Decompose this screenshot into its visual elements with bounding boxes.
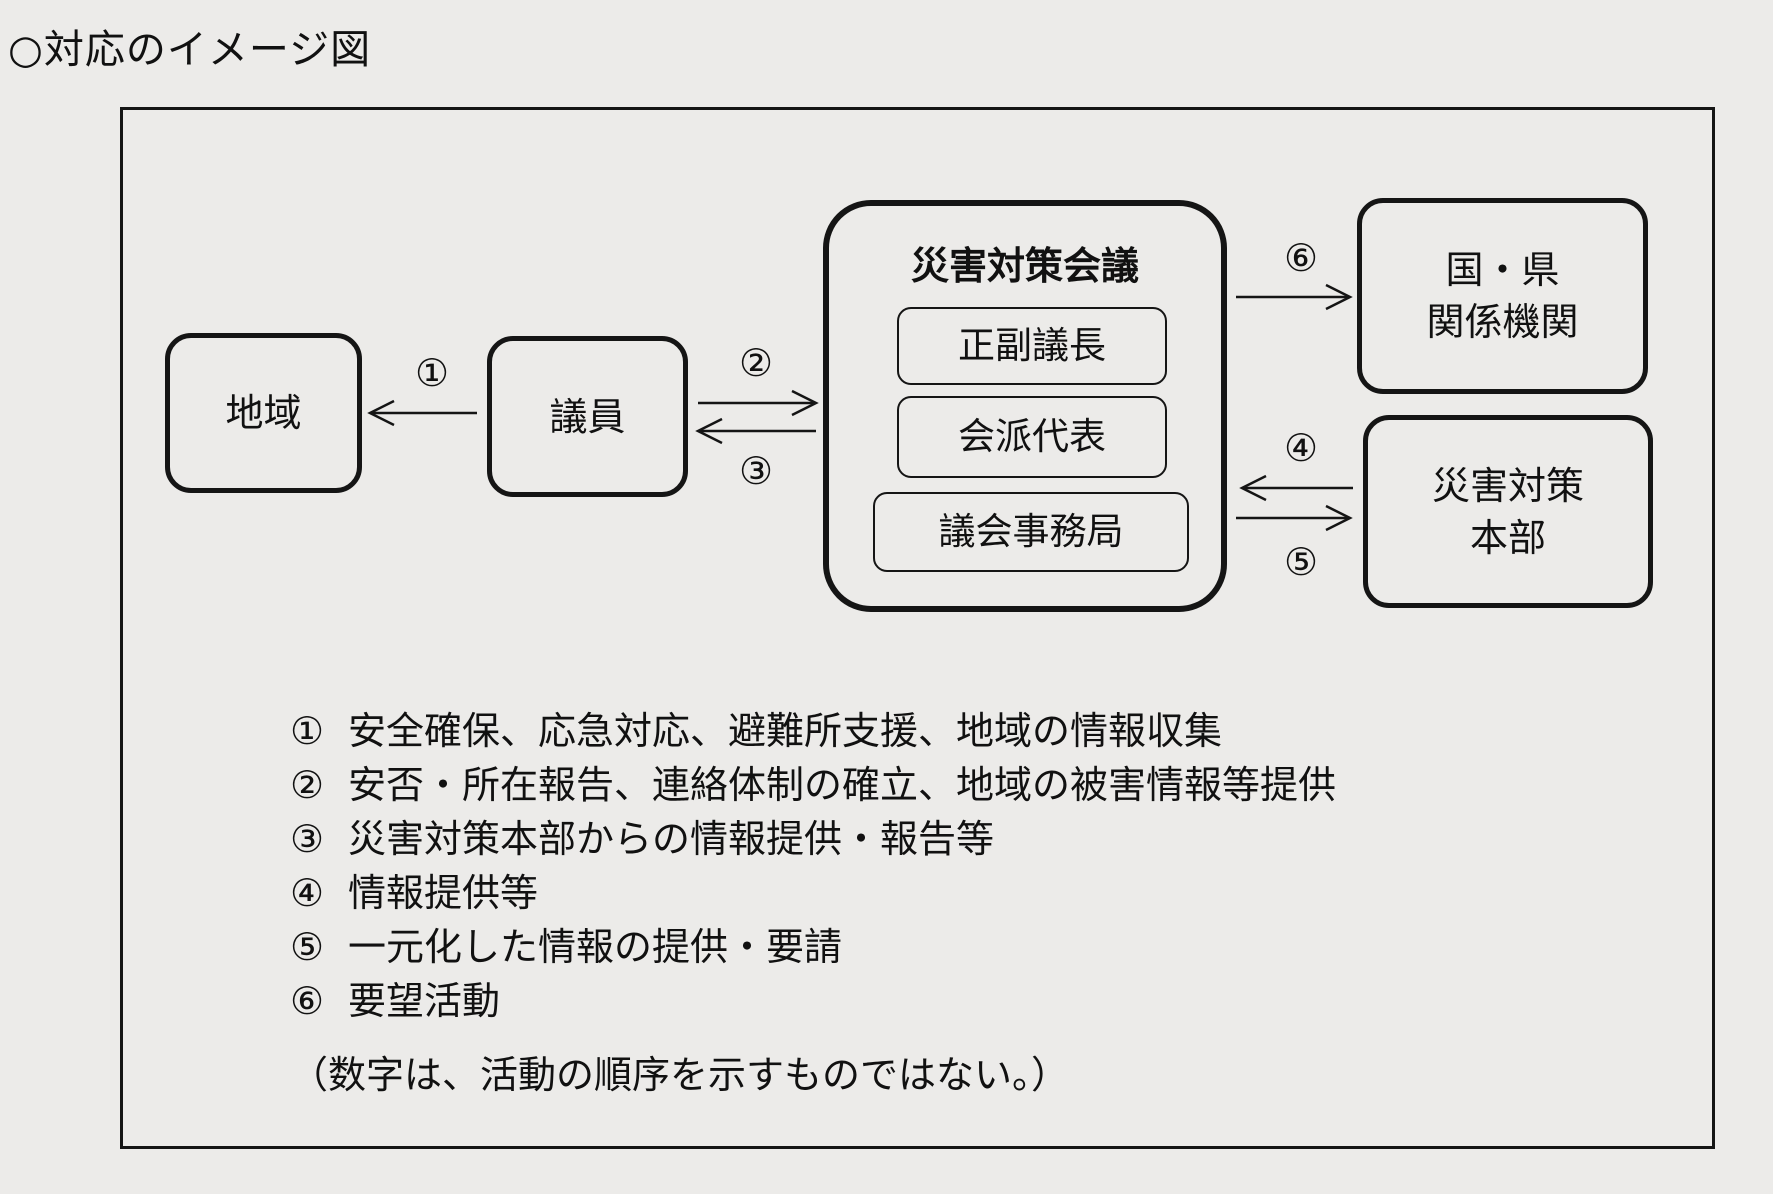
council-member-secretariat: 議会事務局 [873, 492, 1189, 572]
arrow-label-2: ② [738, 341, 774, 385]
member-box: 議員 [487, 336, 688, 497]
arrow-6 [1236, 283, 1353, 311]
council-member-faction-rep: 会派代表 [897, 396, 1167, 478]
region-label: 地域 [225, 391, 302, 435]
arrow-label-3: ③ [738, 449, 774, 493]
national-label: 国・県 関係機関 [1426, 248, 1579, 344]
council-title: 災害対策会議 [910, 244, 1139, 288]
national-box: 国・県 関係機関 [1357, 198, 1648, 394]
member-label: 議員 [549, 394, 626, 439]
council-box: 災害対策会議 正副議長 会派代表 議会事務局 [823, 200, 1227, 612]
council-member-chair: 正副議長 [897, 307, 1167, 385]
region-box: 地域 [165, 333, 362, 493]
arrow-3 [695, 417, 816, 445]
arrow-2 [698, 389, 819, 417]
arrow-label-4: ④ [1283, 426, 1319, 470]
arrow-label-5: ⑤ [1283, 540, 1319, 584]
hq-label: 災害対策 本部 [1431, 463, 1584, 560]
page-title: ○対応のイメージ図 [8, 27, 372, 73]
arrow-4 [1239, 474, 1353, 502]
arrow-label-6: ⑥ [1283, 236, 1319, 280]
diagram-frame [120, 107, 1715, 1149]
arrow-label-1: ① [414, 351, 450, 395]
hq-box: 災害対策 本部 [1363, 415, 1653, 608]
arrow-5 [1236, 504, 1353, 532]
arrow-1 [367, 399, 477, 427]
footnote: （数字は、活動の順序を示すものではない。） [290, 1053, 1070, 1097]
